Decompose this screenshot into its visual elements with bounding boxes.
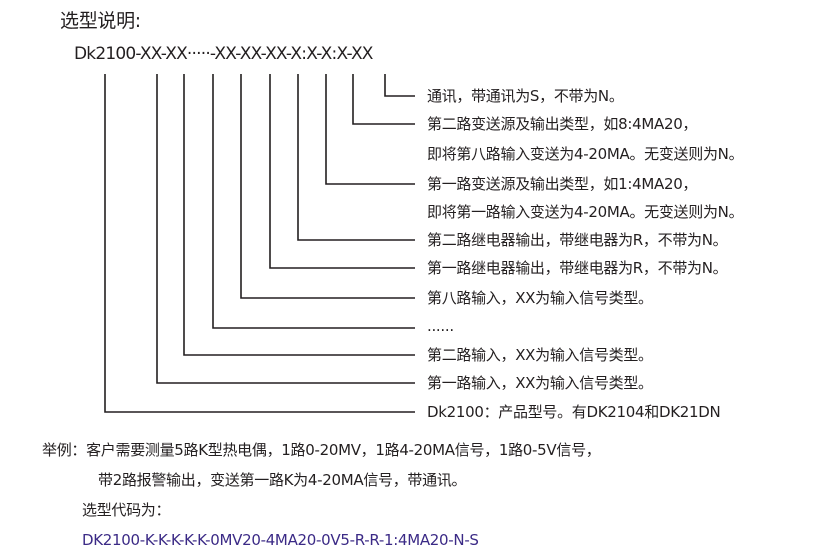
section-title: 选型说明: bbox=[60, 10, 141, 32]
desc-input-8: 第八路输入，XX为输入信号类型。 bbox=[427, 289, 653, 307]
desc-relay-1: 第一路继电器输出，带继电器为R，不带为N。 bbox=[427, 259, 728, 277]
leader-line bbox=[384, 74, 415, 97]
leader-line bbox=[325, 74, 415, 185]
leader-line bbox=[240, 74, 415, 299]
desc-model: Dk2100：产品型号。有DK2104和DK21DN bbox=[427, 403, 721, 421]
desc-transmit-2: 第二路变送源及输出类型，如8:4MA20， bbox=[427, 115, 698, 133]
leader-line bbox=[269, 74, 415, 269]
desc-input-1: 第一路输入，XX为输入信号类型。 bbox=[427, 374, 653, 392]
example-code-label: 选型代码为： bbox=[82, 501, 171, 519]
desc-ellipsis: ...... bbox=[427, 317, 454, 335]
example-line-2: 带2路报警输出，变送第一路K为4-20MA信号，带通讯。 bbox=[98, 471, 467, 489]
leader-line bbox=[297, 74, 415, 241]
leader-line bbox=[104, 74, 415, 413]
desc-transmit-1-cont: 即将第一路输入变送为4-20MA。无变送则为N。 bbox=[427, 203, 744, 221]
leader-line bbox=[212, 74, 415, 329]
example-line-1: 举例：客户需要测量5路K型热电偶，1路0-20MV，1路4-20MA信号，1路0… bbox=[42, 441, 601, 459]
leader-line bbox=[352, 74, 415, 125]
desc-communication: 通讯，带通讯为S，不带为N。 bbox=[427, 87, 624, 105]
desc-transmit-2-cont: 即将第八路输入变送为4-20MA。无变送则为N。 bbox=[427, 145, 744, 163]
desc-input-2: 第二路输入，XX为输入信号类型。 bbox=[427, 346, 653, 364]
example-code: DK2100-K-K-K-K-K-0MV20-4MA20-0V5-R-R-1:4… bbox=[82, 531, 479, 549]
desc-relay-2: 第二路继电器输出，带继电器为R，不带为N。 bbox=[427, 231, 728, 249]
code-pattern: Dk2100-XX-XX·····-XX-XX-XX-X:X-X:X-XX bbox=[74, 44, 373, 64]
leader-line bbox=[183, 74, 415, 356]
desc-transmit-1: 第一路变送源及输出类型，如1:4MA20， bbox=[427, 175, 698, 193]
leader-line bbox=[156, 74, 415, 384]
